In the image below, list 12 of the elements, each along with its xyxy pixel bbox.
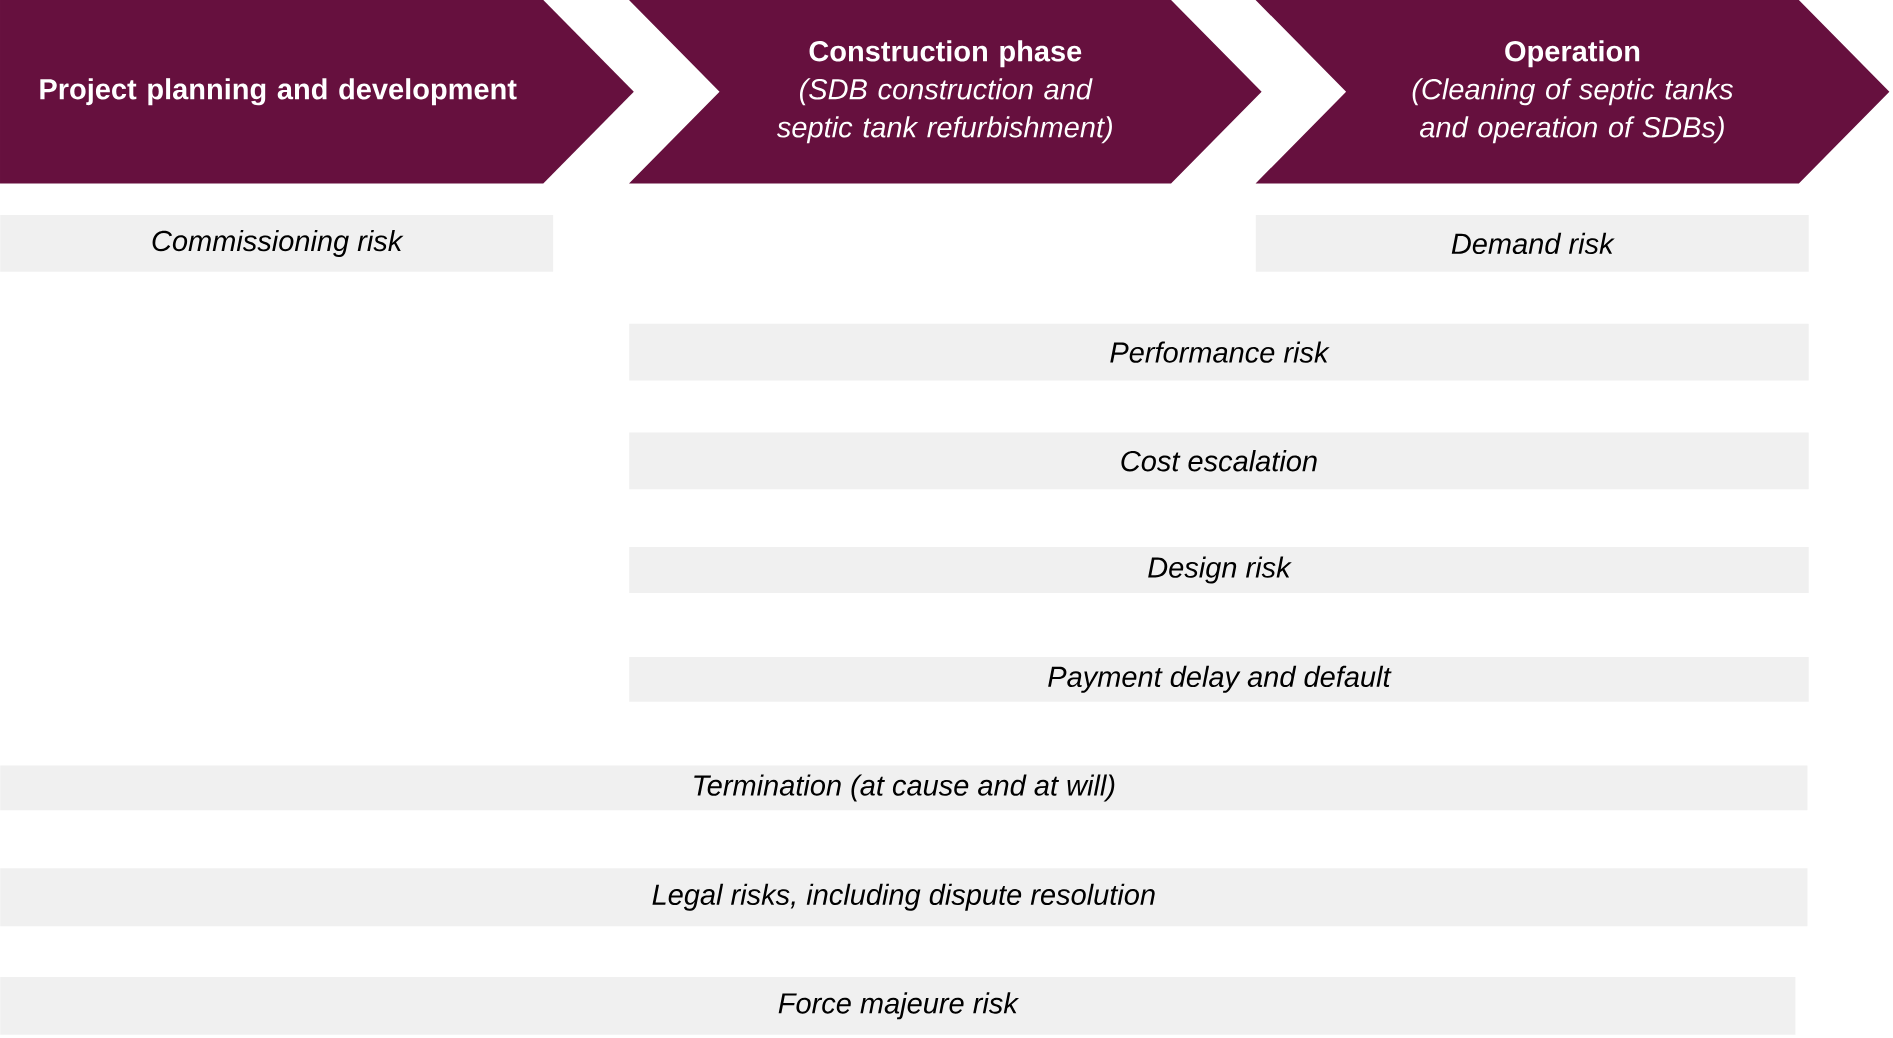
chevron-step: Project planning and development xyxy=(0,0,634,184)
risk-bar: Performance risk xyxy=(629,323,1809,381)
risk-bar: Cost escalation xyxy=(629,432,1809,490)
risk-bar: Payment delay and default xyxy=(629,656,1809,702)
risk-bar: Force majeure risk xyxy=(0,976,1796,1035)
risk-bar: Demand risk xyxy=(1255,215,1809,272)
risk-bar: Legal risks, including dispute resolution xyxy=(0,868,1808,927)
risk-bar: Termination (at cause and at will) xyxy=(0,765,1808,811)
risk-bar: Design risk xyxy=(629,547,1809,593)
chevron-step: Construction phase (SDB construction and septic tank refurbishment) xyxy=(629,0,1262,184)
risk-bar: Commissioning risk xyxy=(0,215,554,272)
chevron-step: Operation (Cleaning of septic tanks and operation of SDBs) xyxy=(1255,0,1890,184)
